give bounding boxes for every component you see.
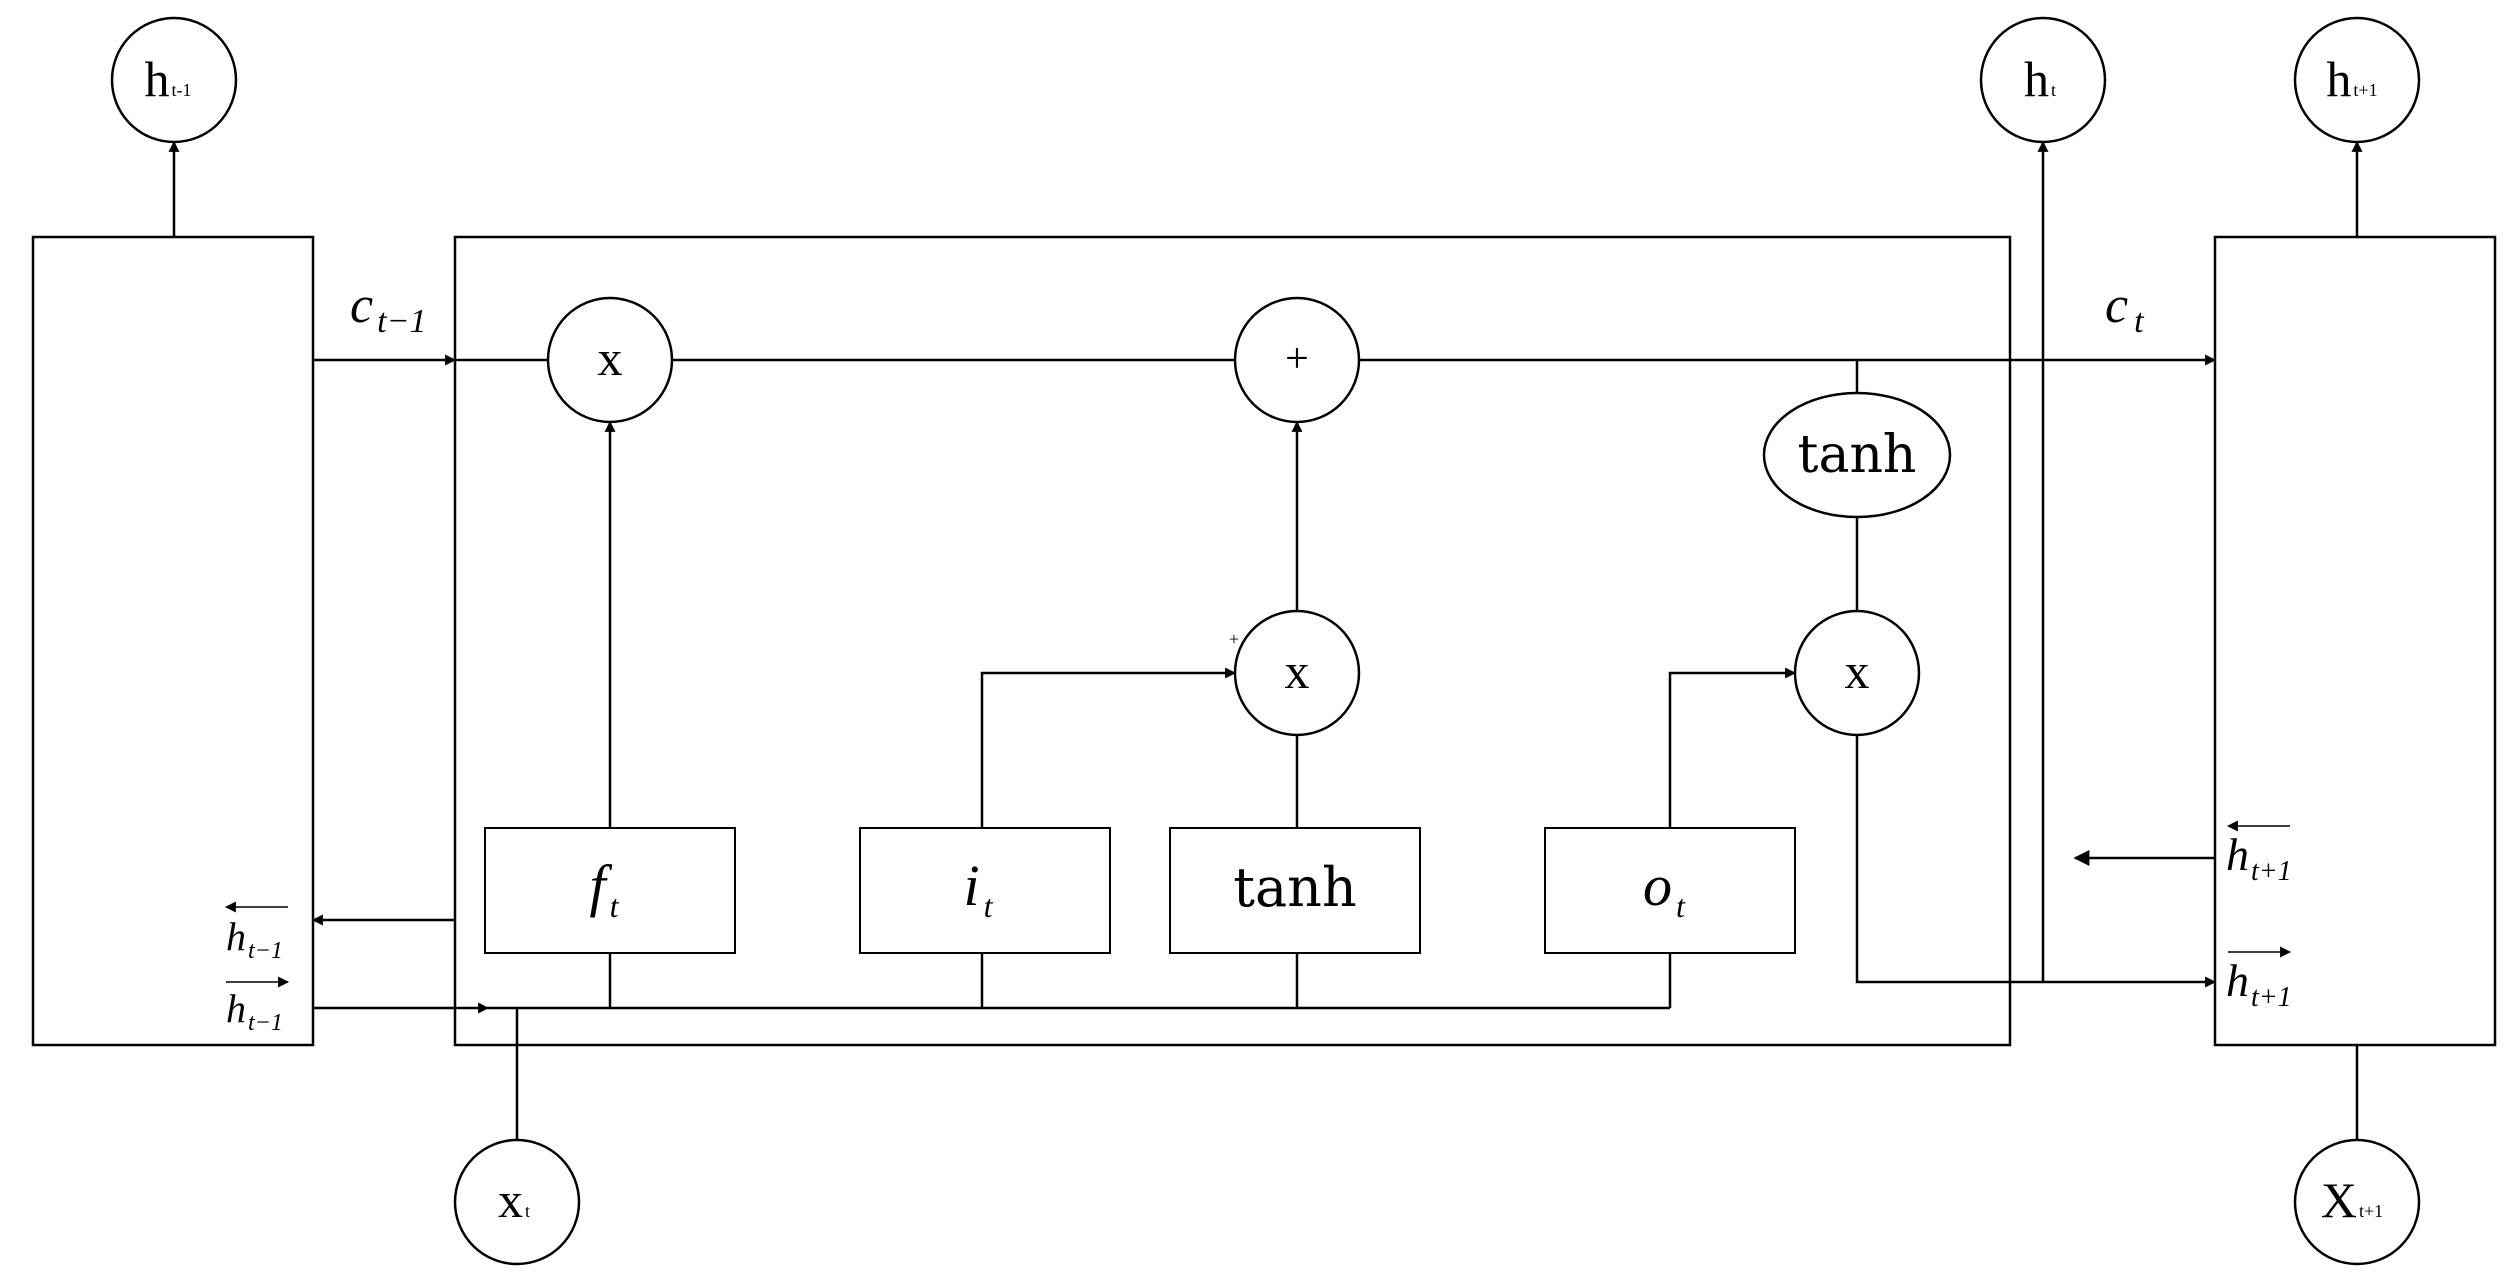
h-forward-prev-label: ht−1 [226,986,283,1036]
forget-multiply-symbol: x [598,330,623,386]
cell-tanh-label: tanh [1798,425,1917,485]
output-gate-arrow [1668,667,1797,828]
h-backward-next-label: ht+1 [2226,829,2292,887]
output-multiply-symbol: x [1845,643,1870,699]
candidate-gate-box [1169,827,1421,954]
x-next-node [2293,1138,2421,1266]
prev-cell-block [31,235,315,1047]
h-forward-out-line [1855,735,2217,988]
next-cell-block [2213,235,2497,1047]
add-symbol: + [1285,336,1309,382]
h-forward-next-label: ht+1 [2226,955,2292,1013]
input-multiply-symbol: x [1285,643,1310,699]
h-backward-prev-label: ht−1 [226,914,283,964]
input-gate-arrow [980,667,1237,828]
candidate-gate-label: tanh [1233,856,1356,919]
input-multiply-mark: + [1229,629,1239,649]
lstm-cell-block [453,235,2012,1047]
input-gate-box [859,827,1111,954]
